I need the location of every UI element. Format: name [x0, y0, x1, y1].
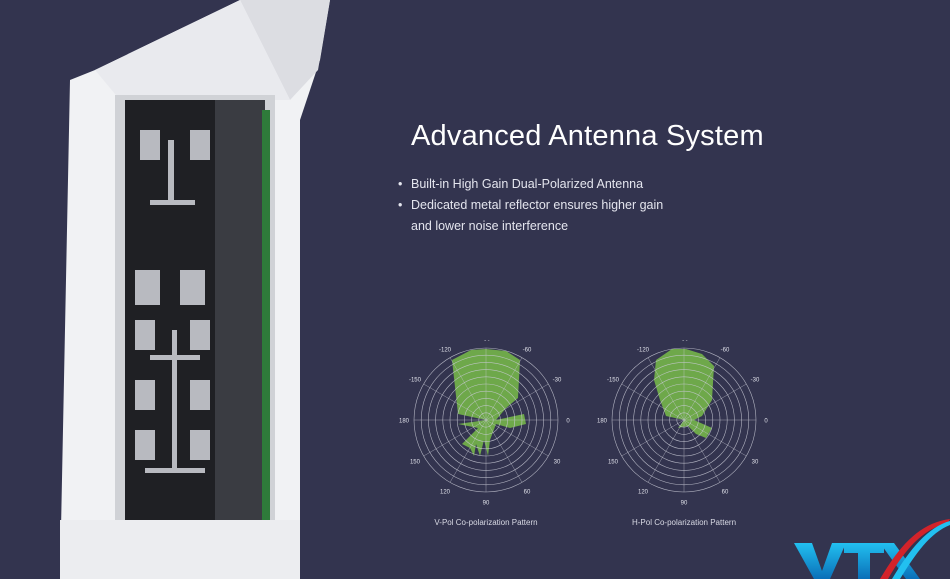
vpol-polar-chart: -90 -60 -30 0 30 60 90 120 150 180 -150 -120: [399, 340, 570, 507]
angle-label: -60: [523, 347, 532, 353]
grid-spoke: [485, 383, 549, 421]
angle-label: 60: [524, 490, 531, 496]
grid-spoke: [683, 383, 747, 421]
grid-spoke: [647, 419, 685, 483]
angle-label: 90: [483, 501, 490, 507]
angle-label: 150: [608, 460, 619, 466]
angle-label: 120: [440, 490, 451, 496]
angle-label: 0: [566, 419, 570, 425]
feature-text: Built-in High Gain Dual-Polarized Antenn…: [411, 177, 644, 191]
feature-text: Dedicated metal reflector ensures higher…: [411, 198, 664, 212]
grid-spoke: [423, 419, 487, 457]
angle-label: 180: [399, 419, 410, 425]
angle-label: -150: [607, 378, 620, 384]
feature-list: • Built-in High Gain Dual-Polarized Anten…: [398, 174, 663, 237]
grid-spoke: [449, 357, 487, 421]
grid-spoke: [485, 419, 523, 483]
grid-spoke: [621, 383, 685, 421]
grid-spoke: [683, 419, 721, 483]
feature-item: • Built-in High Gain Dual-Polarized Anten…: [398, 174, 663, 195]
angle-label: 60: [722, 490, 729, 496]
grid-spoke: [647, 357, 685, 421]
angle-label: 120: [638, 490, 649, 496]
grid-spoke: [485, 419, 549, 457]
hpol-polar-chart: -90 -60 -30 0 30 60 90 120 150 180 -150 -120: [597, 340, 768, 507]
angle-label: -150: [409, 378, 422, 384]
angle-label: -120: [637, 347, 650, 353]
angle-label: 30: [752, 460, 759, 466]
angle-label: 90: [681, 501, 688, 507]
feature-item: • Dedicated metal reflector ensures highe…: [398, 195, 663, 216]
angle-label: 30: [554, 460, 561, 466]
grid-spoke: [485, 357, 523, 421]
page-title: Advanced Antenna System: [411, 120, 764, 152]
grid-spoke: [423, 383, 487, 421]
angle-label: -90: [680, 340, 689, 343]
angle-label: -120: [439, 347, 452, 353]
angle-label: 150: [410, 460, 421, 466]
hpol-caption: H-Pol Co-polarization Pattern: [631, 518, 737, 527]
angle-label: -90: [482, 340, 491, 343]
bullet-dot-icon: •: [398, 198, 403, 212]
feature-item: and lower noise interference: [398, 216, 663, 237]
grid-spoke: [449, 419, 487, 483]
grid-spoke: [683, 357, 721, 421]
bullet-dot-icon: •: [398, 177, 403, 191]
grid-spoke: [683, 419, 747, 457]
angle-label: -30: [751, 378, 760, 384]
angle-label: 180: [597, 419, 608, 425]
radiation-pattern-lobe: [452, 349, 526, 456]
angle-label: -30: [553, 378, 562, 384]
feature-text: and lower noise interference: [411, 219, 569, 233]
angle-label: -60: [721, 347, 730, 353]
vpol-caption: V-Pol Co-polarization Pattern: [434, 518, 538, 527]
cpe-device-image: [60, 0, 330, 579]
grid-spoke: [621, 419, 685, 457]
vtx-logo: [794, 519, 950, 579]
angle-label: 0: [764, 419, 768, 425]
